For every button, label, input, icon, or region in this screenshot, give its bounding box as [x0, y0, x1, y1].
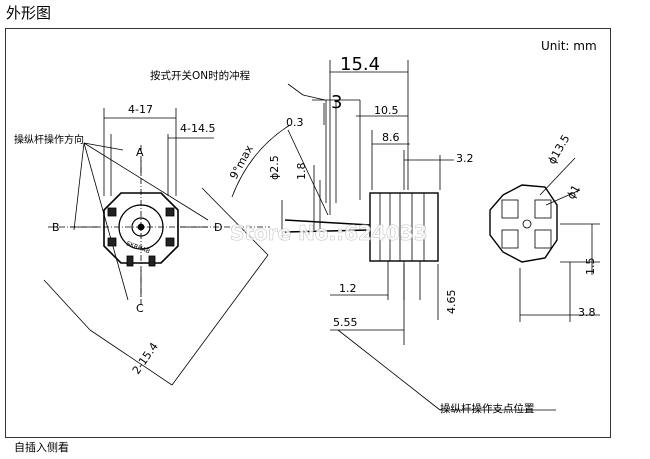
dim-phi-1: ϕ1 — [564, 183, 582, 202]
dim-15-4: 15.4 — [340, 54, 380, 75]
watermark: Store No.:624033 — [230, 221, 428, 245]
dim-4-14-5: 4-14.5 — [180, 122, 215, 135]
dim-3-8: 3.8 — [578, 306, 596, 319]
dim-0-3: 0.3 — [286, 116, 304, 129]
dim-4-65: 4.65 — [445, 290, 458, 315]
pivot-label: 操纵杆操作支点位置 — [440, 402, 535, 415]
dim-5-55: 5.55 — [333, 316, 358, 329]
on-stroke-label: 按式开关ON时的冲程 — [150, 69, 251, 82]
footer-caption: 自插入侧看 — [14, 441, 69, 454]
drawing-frame — [5, 28, 611, 438]
dim-1-8: 1.8 — [295, 163, 308, 181]
unit-label: Unit: mm — [541, 39, 597, 53]
dim-4-17: 4-17 — [128, 103, 153, 116]
direction-d-label: D — [214, 221, 222, 234]
direction-c-label: C — [136, 302, 144, 315]
dim-1-2: 1.2 — [339, 282, 357, 295]
angle-label: 9°max — [227, 143, 256, 182]
dim-1-5: 1.5 — [584, 258, 597, 276]
dim-phi-2-5: ϕ2.5 — [268, 155, 281, 180]
svg-text:SKRHAB: SKRHAB — [125, 240, 151, 255]
dim-3-2: 3.2 — [456, 152, 474, 165]
direction-b-label: B — [52, 221, 60, 234]
dim-2-15-4: 2-15.4 — [130, 340, 161, 377]
direction-a-label: A — [136, 146, 144, 159]
dim-10-5: 10.5 — [374, 104, 399, 117]
dim-phi-13-5: ϕ13.5 — [545, 133, 572, 167]
lever-direction-label: 操纵杆操作方向 — [14, 133, 84, 146]
dim-8-6: 8.6 — [382, 131, 400, 144]
page-title: 外形图 — [6, 4, 52, 22]
dim-3: 3 — [331, 92, 342, 113]
